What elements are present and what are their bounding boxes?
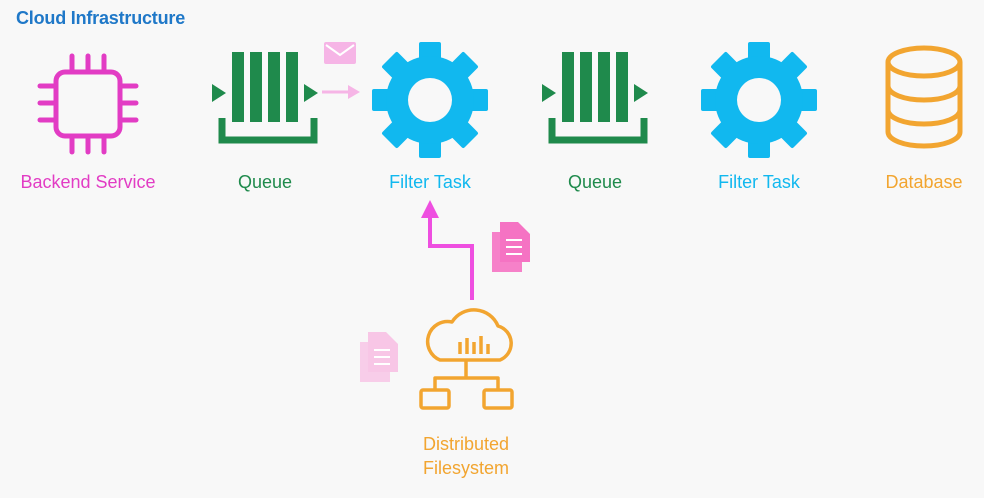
- filter-task-label-2: Filter Task: [718, 172, 800, 192]
- queue-label-2: Queue: [567, 172, 623, 192]
- database-label: Database: [885, 172, 963, 192]
- queue-label-1: Queue: [237, 172, 293, 192]
- filter-task-label-1: Filter Task: [389, 172, 471, 192]
- diagram-title: Cloud Infrastructure: [16, 8, 186, 28]
- distributed-filesystem-label: Distributed Filesystem: [422, 434, 510, 478]
- backend-service-label: Backend Service: [20, 172, 156, 192]
